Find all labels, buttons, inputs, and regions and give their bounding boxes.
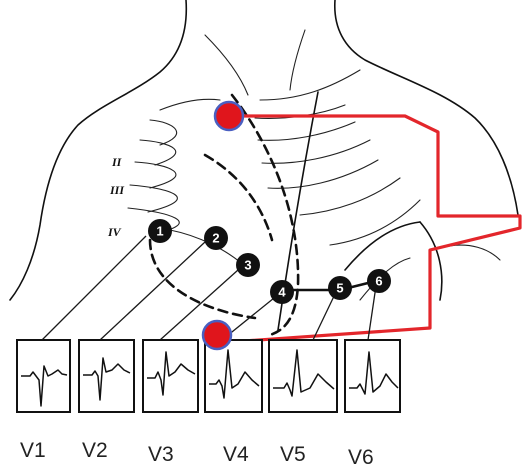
ecg-box-v3 <box>143 340 198 412</box>
rib-label: IV <box>107 225 122 239</box>
electrode-number: 2 <box>212 231 219 246</box>
electrode-number: 1 <box>156 224 163 239</box>
electrode-5: 5 <box>328 276 352 300</box>
rib-label: II <box>111 155 123 169</box>
red-marker-top <box>215 102 243 130</box>
ribs <box>128 105 420 262</box>
ecg-box-v1 <box>17 340 70 412</box>
electrode-number: 5 <box>336 281 343 296</box>
rib-label: III <box>109 183 125 197</box>
lead-label-v3: V3 <box>148 443 174 466</box>
electrode-number: 3 <box>244 258 251 273</box>
electrode-number: 4 <box>278 285 286 300</box>
lead-label-v2: V2 <box>82 439 108 462</box>
electrode-1: 1 <box>148 219 172 243</box>
electrode-6: 6 <box>367 269 391 293</box>
electrode-3: 3 <box>236 253 260 277</box>
ecg-waveforms <box>17 340 400 412</box>
lead-labels: V1 V2 V3 V4 V5 V6 <box>20 439 374 469</box>
ecg-box-v4 <box>205 340 262 412</box>
torso-outline <box>10 0 518 300</box>
electrode-4: 4 <box>270 280 294 304</box>
lead-label-v4: V4 <box>223 443 249 466</box>
electrode-number: 6 <box>375 274 382 289</box>
red-bracket <box>228 116 520 342</box>
ecg-box-v2 <box>79 340 134 412</box>
red-marker-bottom <box>203 321 231 349</box>
axillary-lines <box>278 92 500 330</box>
lead-label-v6: V6 <box>348 446 374 469</box>
lead-label-v5: V5 <box>280 443 306 466</box>
electrode-2: 2 <box>204 226 228 250</box>
lead-label-v1: V1 <box>20 439 46 462</box>
ecg-box-v6 <box>345 340 400 412</box>
ecg-box-v5 <box>269 340 337 412</box>
rib-labels: II III IV <box>107 155 125 239</box>
